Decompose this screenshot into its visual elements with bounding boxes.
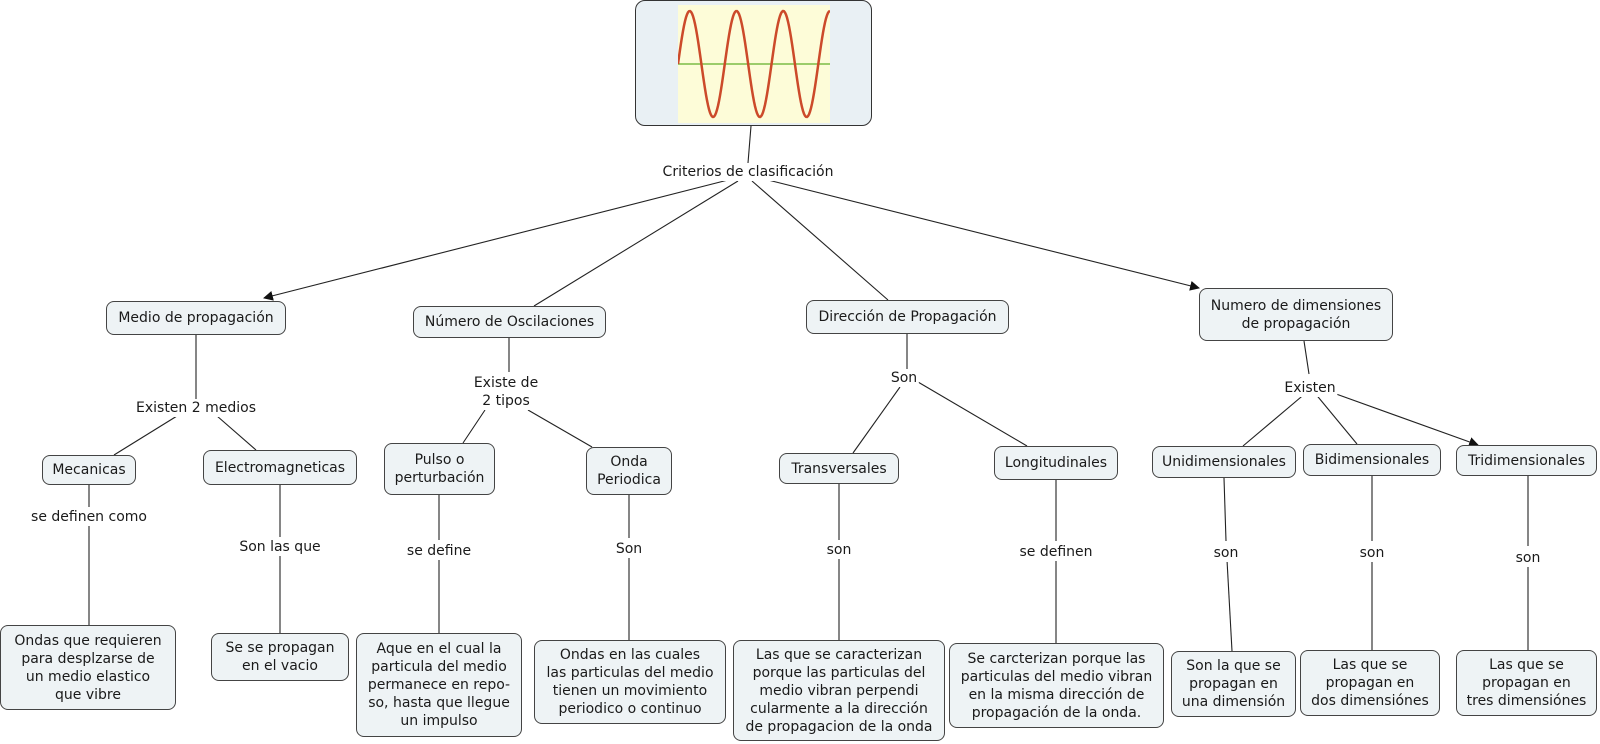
sine-wave-icon [676, 5, 831, 123]
node-longitudinales[interactable]: Longitudinales [994, 446, 1118, 480]
root-wave-image-node[interactable] [635, 0, 872, 126]
link-son-bidimensionales: son [1357, 544, 1387, 562]
def-unidimensionales[interactable]: Son la que se propagan en una dimensión [1171, 651, 1296, 717]
link-existe-2-tipos: Existe de 2 tipos [471, 374, 541, 410]
node-tridimensionales[interactable]: Tridimensionales [1456, 445, 1597, 476]
link-son-transversales: son [824, 541, 854, 559]
link-son-las-que: Son las que [237, 538, 323, 556]
node-bidimensionales[interactable]: Bidimensionales [1303, 444, 1441, 476]
def-onda-periodica[interactable]: Ondas en las cuales las particulas del m… [534, 640, 726, 724]
def-bidimensionales[interactable]: Las que se propagan en dos dimensiónes [1300, 650, 1440, 716]
node-onda-periodica[interactable]: Onda Periodica [586, 447, 672, 495]
node-medio-propagacion[interactable]: Medio de propagación [106, 301, 286, 335]
node-numero-dimensiones[interactable]: Numero de dimensiones de propagación [1199, 288, 1393, 341]
def-tridimensionales[interactable]: Las que se propagan en tres dimensiónes [1456, 650, 1597, 716]
link-son-tridimensionales: son [1513, 549, 1543, 567]
def-transversales[interactable]: Las que se caracterizan porque las parti… [733, 640, 945, 741]
def-electromagneticas[interactable]: Se se propagan en el vacio [211, 633, 349, 681]
node-numero-oscilaciones[interactable]: Número de Oscilaciones [413, 306, 606, 338]
link-existen-dimensiones: Existen [1282, 379, 1338, 397]
node-transversales[interactable]: Transversales [779, 453, 899, 484]
link-son-unidimensionales: son [1211, 544, 1241, 562]
def-longitudinales[interactable]: Se carcterizan porque las particulas del… [949, 643, 1164, 728]
link-se-define: se define [404, 542, 474, 560]
link-se-definen-como: se definen como [29, 508, 149, 526]
link-son-onda: Son [613, 540, 645, 558]
node-pulso-perturbacion[interactable]: Pulso o perturbación [384, 443, 495, 495]
node-mecanicas[interactable]: Mecanicas [42, 455, 136, 485]
center-label: Criterios de clasificación [660, 163, 836, 181]
node-unidimensionales[interactable]: Unidimensionales [1152, 446, 1296, 478]
node-direccion-propagacion[interactable]: Dirección de Propagación [806, 300, 1009, 334]
def-mecanicas[interactable]: Ondas que requieren para desplzarse de u… [0, 625, 176, 710]
link-son-direccion: Son [888, 369, 920, 387]
link-se-definen: se definen [1017, 543, 1095, 561]
link-existen-2-medios: Existen 2 medios [134, 399, 258, 417]
def-pulso[interactable]: Aque en el cual la particula del medio p… [356, 633, 522, 737]
node-electromagneticas[interactable]: Electromagneticas [203, 450, 357, 485]
